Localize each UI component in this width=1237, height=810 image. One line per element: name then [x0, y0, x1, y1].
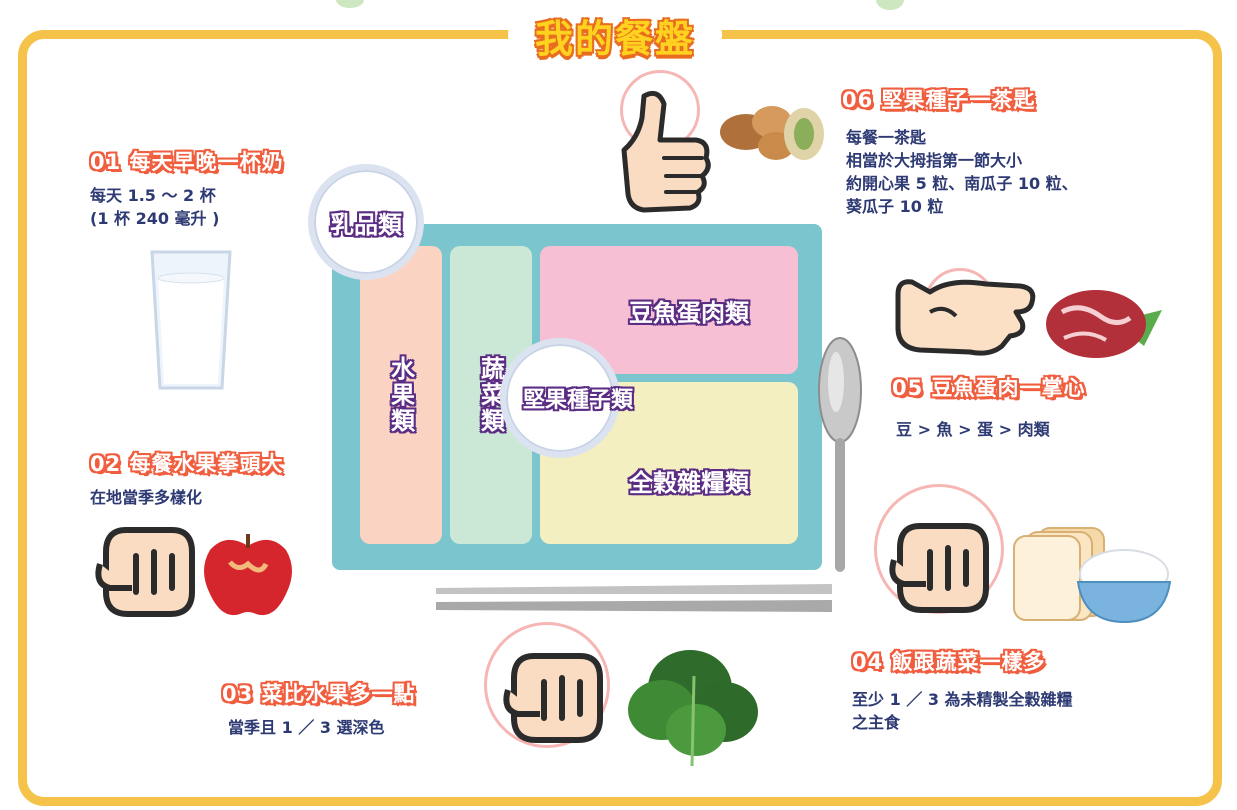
- item-06-line: 葵瓜子 10 粒: [846, 197, 944, 216]
- vegetable-label: 蔬菜類: [476, 356, 505, 434]
- nuts-label: 堅果種子類: [523, 388, 634, 413]
- item-01-heading: 01 每天早晚一杯奶: [90, 150, 284, 174]
- item-04-line: 之主食: [852, 713, 901, 732]
- item-03-heading: 03 菜比水果多一點: [222, 682, 416, 706]
- item-01-line: (1 杯 240 毫升 ): [90, 209, 220, 228]
- item-06-description: 每餐一茶匙 相當於大拇指第一節大小 約開心果 5 粒、南瓜子 10 粒、 葵瓜子…: [846, 126, 1078, 218]
- protein-label: 豆魚蛋肉類: [629, 298, 749, 327]
- top-leaf-decoration-icon: [336, 0, 364, 8]
- item-06-line: 相當於大拇指第一節大小: [846, 151, 1023, 170]
- item-02-heading: 02 每餐水果拳頭大: [90, 452, 284, 476]
- dairy-label: 乳品類: [330, 210, 402, 239]
- fruit-section: 水果類: [360, 246, 442, 544]
- nuts-plate: 堅果種子類: [500, 338, 633, 458]
- item-04-line: 至少 1 ／ 3 為未精製全穀雜糧: [852, 690, 1073, 709]
- spinach-icon: [628, 650, 758, 767]
- fruit-label: 水果類: [386, 356, 415, 434]
- item-06-line: 約開心果 5 粒、南瓜子 10 粒、: [846, 174, 1078, 193]
- item-04-heading: 04 飯跟蔬菜一樣多: [852, 650, 1046, 674]
- apple-icon: [204, 534, 292, 616]
- item-05-line: 豆 > 魚 > 蛋 > 肉類: [896, 420, 1050, 439]
- item-01-line: 每天 1.5 ～ 2 杯: [90, 186, 216, 205]
- fist-icon: [503, 653, 603, 743]
- top-leaf-decoration-icon: [876, 0, 904, 10]
- item-03-description: 當季且 1 ／ 3 選深色: [228, 716, 385, 739]
- spoon-icon: [818, 337, 862, 572]
- protein-section: 豆魚蛋肉類: [540, 246, 798, 374]
- item-02-line: 在地當季多樣化: [90, 488, 203, 507]
- meat-icon: [1046, 290, 1162, 358]
- chopsticks-icon: [436, 584, 832, 612]
- palm-hand-icon: [895, 279, 1036, 356]
- fist-icon: [889, 523, 989, 613]
- nuts-icon: [720, 106, 824, 160]
- thumbs-up-icon: [621, 90, 711, 213]
- item-01-description: 每天 1.5 ～ 2 杯 (1 杯 240 毫升 ): [90, 184, 219, 230]
- item-05-description: 豆 > 魚 > 蛋 > 肉類: [896, 418, 1050, 441]
- fist-icon: [95, 527, 195, 617]
- item-06-heading: 06 堅果種子一茶匙: [842, 88, 1036, 112]
- item-03-line: 當季且 1 ／ 3 選深色: [228, 718, 385, 737]
- item-02-description: 在地當季多樣化: [90, 486, 202, 509]
- dairy-plate: 乳品類: [308, 164, 424, 280]
- grains-label: 全穀雜糧類: [629, 468, 749, 497]
- portion-ring: [484, 622, 610, 748]
- item-06-line: 每餐一茶匙: [846, 128, 927, 147]
- rice-bowl-icon: [1076, 549, 1172, 624]
- page-title-text: 我的餐盤: [534, 16, 695, 62]
- milk-glass-icon: [150, 250, 232, 390]
- page-title: 我的餐盤: [480, 5, 750, 65]
- item-05-heading: 05 豆魚蛋肉一掌心: [892, 376, 1086, 400]
- item-04-description: 至少 1 ／ 3 為未精製全穀雜糧 之主食: [852, 688, 1073, 734]
